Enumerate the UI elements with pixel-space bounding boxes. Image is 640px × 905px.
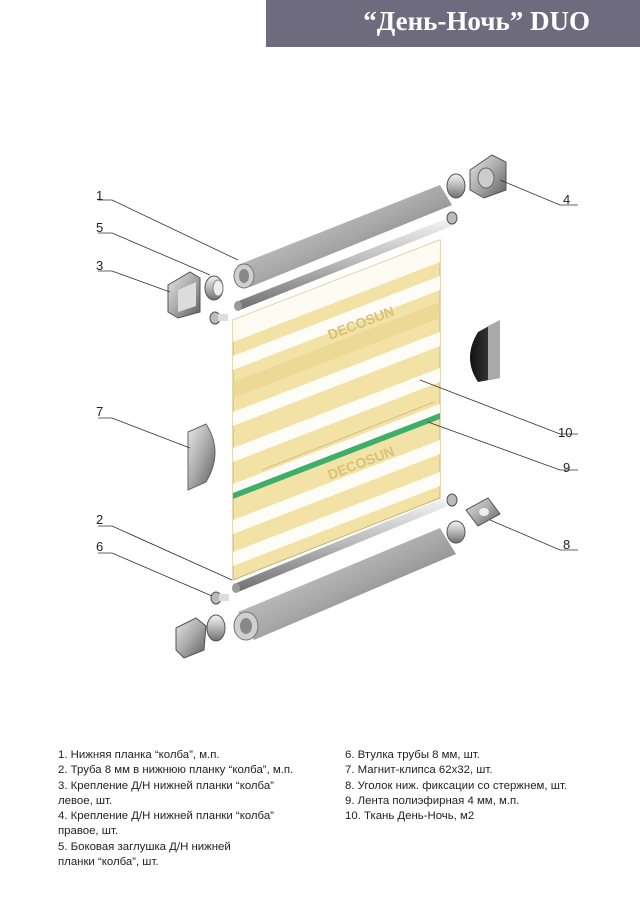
callout-4: 4 bbox=[563, 192, 570, 207]
top-profile bbox=[233, 185, 452, 289]
magnet-clip-right bbox=[470, 320, 500, 382]
legend-item: 6. Втулка трубы 8 мм, шт. bbox=[345, 749, 480, 761]
legend-item: 3. Крепление Д/Н нижней планки “колба” л… bbox=[58, 779, 274, 807]
callout-2: 2 bbox=[96, 512, 103, 527]
legend-item: 8. Уголок ниж. фиксации со стержнем, шт. bbox=[345, 779, 567, 792]
callout-8: 8 bbox=[563, 537, 570, 552]
callout-1: 1 bbox=[96, 188, 103, 203]
top-tube bbox=[234, 218, 452, 311]
callout-9: 9 bbox=[563, 460, 570, 475]
sleeve-bottom-right bbox=[446, 493, 458, 507]
corner-fixation-right bbox=[465, 497, 501, 527]
callout-3: 3 bbox=[96, 258, 103, 273]
sleeve-top-left bbox=[209, 311, 228, 325]
leader-lines bbox=[98, 179, 578, 597]
left-bracket-top bbox=[167, 271, 201, 319]
bottom-left-cap bbox=[206, 614, 226, 642]
legend-item: 10. Ткань День-Ночь, м2 bbox=[345, 810, 475, 823]
sleeve-bottom-left bbox=[210, 591, 229, 605]
title-bar: “День-Ночь” DUO bbox=[266, 0, 640, 47]
left-bracket-bottom bbox=[175, 617, 207, 659]
polyester-tape bbox=[233, 413, 440, 499]
callout-7: 7 bbox=[96, 404, 103, 419]
bottom-tube bbox=[232, 498, 448, 593]
legend-left: 1. Нижняя планка “колба”, м.п. 2. Труба … bbox=[58, 748, 328, 870]
callout-5: 5 bbox=[96, 220, 103, 235]
legend-item: 4. Крепление Д/Н нижней планки “колба” п… bbox=[58, 810, 274, 838]
bottom-right-cap bbox=[446, 520, 466, 544]
right-bracket-top bbox=[469, 154, 507, 199]
callout-10: 10 bbox=[558, 425, 572, 440]
magnet-clip-left bbox=[187, 423, 216, 491]
legend-item: 9. Лента полиэфирная 4 мм, м.п. bbox=[345, 794, 520, 807]
legend-item: 2. Труба 8 мм в нижнюю планку “колба”, м… bbox=[58, 764, 294, 777]
legend-item: 7. Магнит-клипса 62х32, шт. bbox=[345, 764, 493, 777]
end-cap-left bbox=[204, 275, 224, 301]
fabric-panel: DECOSUN DECOSUN bbox=[232, 239, 441, 581]
legend-item: 1. Нижняя планка “колба”, м.п. bbox=[58, 749, 220, 761]
page-title: “День-Ночь” DUO bbox=[363, 6, 590, 36]
legend-right: 6. Втулка трубы 8 мм, шт. 7. Магнит-клип… bbox=[345, 748, 635, 824]
sleeve-top-right bbox=[446, 211, 458, 225]
callout-6: 6 bbox=[96, 539, 103, 554]
legend-item: 5. Боковая заглушка Д/Н нижней планки “к… bbox=[58, 840, 231, 869]
end-cap-right bbox=[446, 173, 466, 199]
bottom-profile bbox=[233, 528, 456, 641]
